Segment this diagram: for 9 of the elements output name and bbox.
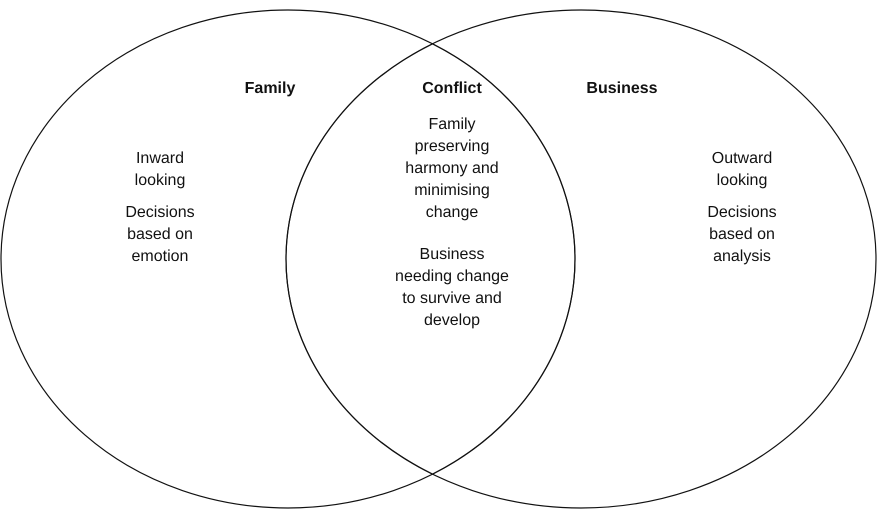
region-text: Inward looking (134, 149, 186, 191)
group-heading: Business (585, 79, 659, 99)
group-heading: Family (244, 79, 296, 99)
region-text: Decisions based on analysis (706, 203, 778, 267)
overlap-text: Family preserving harmony and minimising change (404, 115, 500, 223)
region-text: Outward looking (710, 149, 774, 191)
overlap-text: Business needing change to survive and develop (394, 245, 510, 331)
overlap-heading: Conflict (421, 79, 483, 99)
region-text: Decisions based on emotion (124, 203, 196, 267)
